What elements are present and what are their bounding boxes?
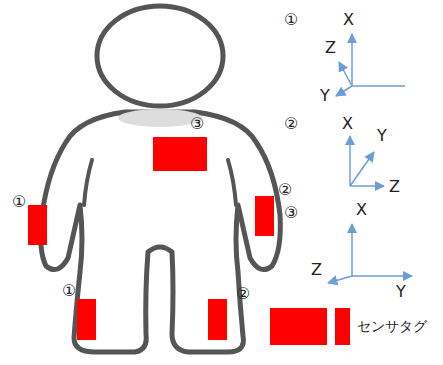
- arm-line: [84, 160, 92, 205]
- axis-label: Y: [377, 128, 387, 144]
- axis-label: Y: [396, 284, 406, 300]
- sensor-tag: [208, 299, 227, 340]
- neck-shade: [118, 109, 202, 127]
- axis-label: Z: [389, 179, 400, 195]
- callout-number: ②: [278, 182, 292, 198]
- callout-number: ③: [284, 205, 298, 221]
- axis-label: X: [342, 116, 353, 132]
- legend-label: センサタグ: [357, 319, 427, 333]
- callout-number: ①: [12, 194, 26, 210]
- callout-number: ①: [62, 283, 76, 299]
- person-body: [41, 112, 281, 352]
- person-head: [97, 6, 223, 106]
- sensor-tag: [153, 137, 207, 171]
- legend-swatch-small: [335, 308, 350, 345]
- callout-number: ①: [284, 12, 298, 28]
- callout-number: ③: [190, 116, 204, 132]
- sensor-tag: [28, 205, 47, 245]
- legend-swatch: [270, 308, 327, 345]
- axis-set: [328, 224, 412, 283]
- axis-label: Z: [325, 40, 336, 56]
- axis-label: Z: [311, 262, 322, 278]
- arm-line: [228, 160, 236, 205]
- callout-number: ②: [284, 116, 298, 132]
- axis-label: Y: [320, 88, 330, 104]
- axis-set: [336, 34, 405, 96]
- axis-label: X: [343, 12, 354, 28]
- sensor-tag: [77, 299, 96, 340]
- sensor-tag: [255, 196, 274, 236]
- axis-label: X: [356, 202, 367, 218]
- callout-number: ②: [236, 286, 250, 302]
